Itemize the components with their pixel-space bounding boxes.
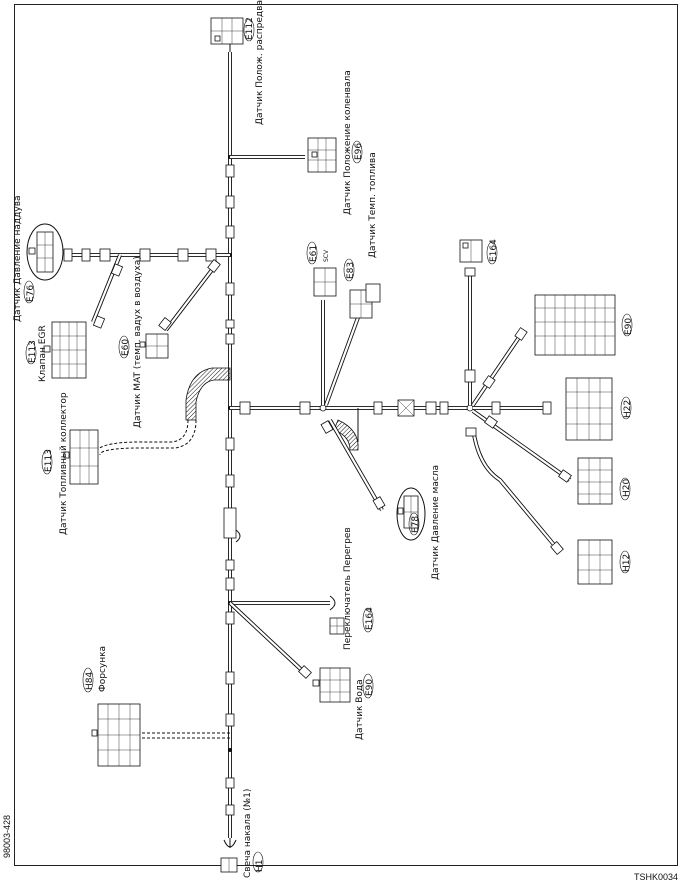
figure-code: TSHK0034 [634, 872, 678, 882]
label-e96: Датчик Положение коленвала [343, 70, 353, 215]
branch-e76-e60: E76 Датчик Давление наддува E113 Клапан … [13, 195, 230, 382]
label-e83: Датчик Темп. топлива [368, 152, 378, 258]
label-e164: Переключатель Перегрев [343, 527, 353, 650]
connector-e113-group: E113 Датчик Топливный коллектор [41, 367, 231, 535]
connector-id-e163: E60 [121, 339, 131, 356]
label-e60: Клапан EGR [38, 325, 48, 382]
connector-id-e78: E78 [411, 516, 421, 533]
connector-e164-group: E164 Переключатель Перегрев [230, 527, 375, 650]
connector-id-e112: E112 [245, 17, 255, 40]
connector-e90[interactable] [319, 667, 351, 703]
connector-h84-group: H84 Форсунка [82, 646, 230, 767]
label-e61: SCV [323, 249, 330, 262]
label-e163: Датчик MAT (темп. вадух в воздуха) [133, 256, 143, 428]
label-e76: Датчик Давление наддува [13, 195, 23, 322]
connector-e96-group: E96 Датчик Положение коленвала [230, 70, 364, 215]
connector-h8[interactable] [577, 457, 613, 505]
connector-e163-group: E60 Датчик MAT (темп. вадух в воздуха) [118, 256, 221, 428]
label-e78: Датчик Давление масла [431, 465, 441, 580]
connector-id-e61: E61 [309, 245, 319, 262]
connector-id-e113: E113 [44, 449, 54, 472]
connector-h6[interactable] [577, 539, 613, 585]
connector-e113[interactable] [69, 429, 99, 485]
label-e90: Датчик Вода [355, 679, 365, 740]
label-h1: Свеча накала (№1) [243, 789, 253, 878]
connector-id-h12: H22 [623, 400, 633, 418]
label-e112: Датчик Полож. распредвала (G) [255, 0, 265, 125]
document-number: 98003-428 [2, 815, 12, 858]
connector-e90-group: E90 Датчик Вода [228, 601, 375, 740]
center-branch: E61 SCV E83 Датчик Темп. топлива E78 Дат… [230, 152, 470, 580]
connector-h1-group: H1 Свеча накала (№1) [220, 789, 265, 878]
connector-id-h22: E164 [489, 239, 499, 262]
connector-id-e96: E96 [354, 143, 364, 160]
main-trunk [223, 52, 241, 848]
connector-id-e90: E90 [365, 679, 375, 696]
label-e113: Датчик Топливный коллектор [59, 392, 69, 535]
connector-id-e164: E164 [365, 607, 375, 630]
connector-id-e60: E113 [28, 340, 38, 363]
connector-id-e83: E83 [346, 262, 356, 279]
connector-id-h1: H1 [255, 860, 265, 873]
connector-id-h20: E90 [624, 318, 634, 335]
h-connector-group: E164 E90 H22 [459, 239, 634, 585]
connector-id-h6: H12 [622, 554, 632, 572]
connector-id-h8: H20 [622, 479, 632, 497]
label-h84: Форсунка [98, 646, 108, 692]
connector-id-e76: E76 [26, 285, 36, 302]
drawing-frame [14, 4, 678, 866]
connector-e112-group: E112 Датчик Полож. распредвала (G) [210, 0, 265, 125]
connector-id-h84: H84 [85, 672, 95, 690]
